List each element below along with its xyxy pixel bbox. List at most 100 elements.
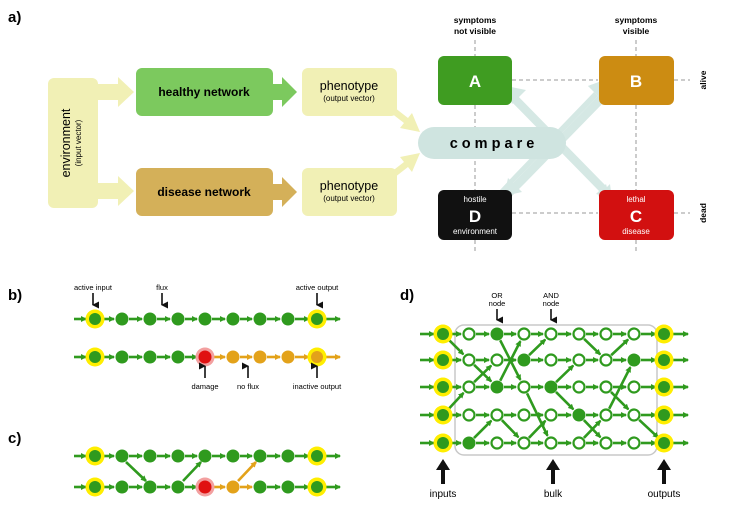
flux-edge: [610, 338, 630, 357]
outcome-d-top: hostile: [463, 195, 487, 204]
panel-label-c: c): [8, 430, 21, 447]
panel-c: c): [8, 430, 341, 497]
io-node: [311, 351, 323, 363]
and-node: [143, 312, 157, 326]
outcome-letter-b: B: [630, 72, 642, 91]
arrow-disease-phenotype: [273, 177, 297, 207]
flux-edge: [182, 461, 202, 482]
network-grid: [420, 324, 689, 453]
damage-node: [198, 480, 212, 494]
panel-label-a: a): [8, 9, 21, 26]
io-node: [437, 409, 449, 421]
or-node: [599, 380, 613, 394]
flux-edge: [125, 461, 147, 482]
arrow-env-disease: [98, 176, 134, 206]
and-node: [544, 380, 558, 394]
or-node: [599, 436, 613, 450]
panel-a: a) symptoms not visible symptoms visible…: [8, 9, 708, 252]
io-node: [437, 437, 449, 449]
row-label-dead: dead: [698, 203, 708, 223]
arrow-phenotype-bottom-compare: [386, 153, 420, 181]
panel-label-b: b): [8, 287, 22, 304]
io-node: [658, 381, 670, 393]
phenotype-bottom-sublabel: (output vector): [323, 194, 375, 203]
or-node: [517, 436, 531, 450]
phenotype-bottom-box: [302, 168, 397, 216]
io-node: [311, 481, 323, 493]
phenotype-bottom-label: phenotype: [320, 179, 378, 193]
or-node: [544, 408, 558, 422]
or-node: [572, 380, 586, 394]
io-node: [437, 328, 449, 340]
label-flux: flux: [156, 283, 168, 292]
and-node: [517, 353, 531, 367]
label-damage: damage: [191, 382, 218, 391]
and-node: [171, 350, 185, 364]
outcome-c-bottom: disease: [622, 227, 650, 236]
and-node: [490, 327, 504, 341]
flux-edge: [447, 338, 465, 356]
and-node: [198, 312, 212, 326]
io-node: [658, 409, 670, 421]
and-node: [226, 449, 240, 463]
or-node: [462, 327, 476, 341]
and-node: [143, 449, 157, 463]
arrow-bulk: [546, 459, 560, 484]
flux-edge: [608, 366, 632, 410]
or-node: [462, 353, 476, 367]
phenotype-top-label: phenotype: [320, 79, 378, 93]
chain-healthy: [74, 309, 341, 329]
outcome-box-a: [438, 56, 512, 105]
and-node: [143, 480, 157, 494]
arrow-healthy-phenotype: [273, 77, 297, 107]
label-and-node-1: AND: [543, 291, 559, 300]
label-inputs: inputs: [430, 489, 457, 500]
io-node: [89, 481, 101, 493]
and-node: [115, 480, 129, 494]
and-node: [226, 350, 240, 364]
and-node: [115, 350, 129, 364]
and-node: [281, 449, 295, 463]
or-node: [572, 327, 586, 341]
and-node: [281, 350, 295, 364]
io-node: [311, 450, 323, 462]
or-node: [544, 436, 558, 450]
or-node: [517, 408, 531, 422]
io-node: [658, 437, 670, 449]
flux-edge: [583, 337, 602, 356]
flux-edge: [500, 419, 520, 439]
flux-edge: [638, 418, 660, 439]
and-node: [572, 408, 586, 422]
or-node: [627, 380, 641, 394]
and-node: [281, 312, 295, 326]
environment-label: environment: [59, 108, 73, 177]
and-node: [198, 449, 212, 463]
phenotype-top-sublabel: (output vector): [323, 94, 375, 103]
or-node: [627, 327, 641, 341]
panel-label-d: d): [400, 287, 414, 304]
phenotype-top-box: [302, 68, 397, 116]
or-node: [627, 408, 641, 422]
environment-sublabel: (input vector): [74, 119, 83, 166]
label-inactive-output: inactive output: [293, 382, 342, 391]
and-node: [253, 480, 267, 494]
arrow-phenotype-top-compare: [386, 104, 420, 132]
header-not-visible-2: not visible: [454, 26, 496, 36]
or-node: [462, 380, 476, 394]
damage-node: [198, 350, 212, 364]
outcome-letter-c: C: [630, 207, 642, 226]
disease-network-label: disease network: [157, 185, 251, 199]
io-node: [311, 313, 323, 325]
row-label-alive: alive: [698, 70, 708, 89]
arrow-outputs: [657, 459, 671, 484]
or-node: [627, 436, 641, 450]
flux-edge: [555, 364, 575, 384]
and-node: [226, 312, 240, 326]
label-bulk: bulk: [544, 489, 563, 500]
label-and-node-2: node: [543, 299, 560, 308]
outcome-c-top: lethal: [626, 195, 645, 204]
compare-pill: [418, 127, 566, 159]
io-node: [89, 351, 101, 363]
flux-edge: [555, 391, 575, 411]
